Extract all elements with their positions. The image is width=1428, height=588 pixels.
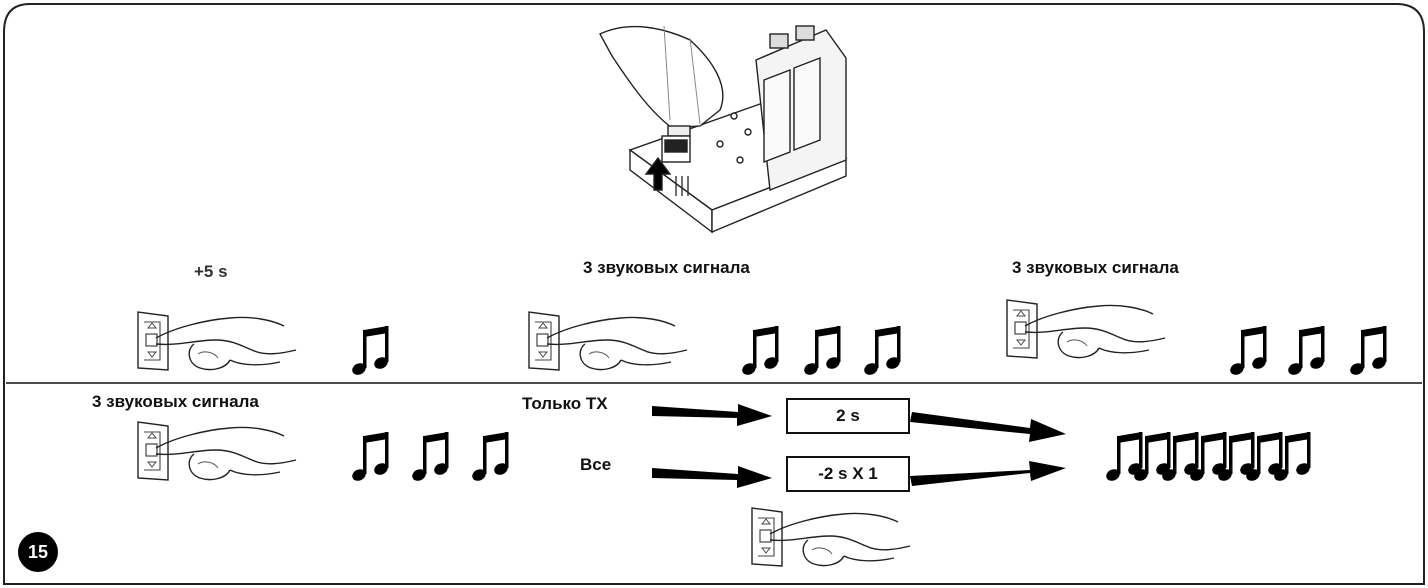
frame-border bbox=[3, 3, 1425, 585]
button-press-hand-icon bbox=[137, 421, 297, 481]
top-label-1: +5 s bbox=[194, 262, 228, 281]
music-note-icon bbox=[350, 326, 390, 377]
time-box-2s: 2 s bbox=[786, 398, 910, 434]
top-label-3: 3 звуковых сигнала bbox=[1012, 258, 1179, 277]
music-note-icon bbox=[862, 326, 902, 377]
button-press-hand-icon bbox=[1006, 299, 1166, 359]
drill-hand-icon bbox=[599, 25, 848, 234]
music-note-icon bbox=[1228, 326, 1268, 377]
button-press-hand-icon bbox=[137, 311, 297, 371]
music-note-icon bbox=[740, 326, 780, 377]
time-box-minus2s: -2 s X 1 bbox=[786, 456, 910, 492]
option-label-tx: Только TX bbox=[522, 394, 608, 413]
music-note-icon bbox=[350, 432, 390, 483]
music-note-icon bbox=[1286, 326, 1326, 377]
music-note-icon bbox=[410, 432, 450, 483]
music-note-icon bbox=[1272, 432, 1312, 483]
option-label-all: Все bbox=[580, 455, 612, 474]
figure-number-badge: 15 bbox=[18, 532, 58, 572]
music-note-icon bbox=[802, 326, 842, 377]
button-press-hand-icon bbox=[528, 311, 688, 371]
bottom-label: 3 звуковых сигнала bbox=[92, 392, 259, 411]
music-note-icon bbox=[470, 432, 510, 483]
button-press-hand-icon bbox=[751, 507, 911, 567]
music-note-icon bbox=[1348, 326, 1388, 377]
arrow-icon bbox=[652, 404, 1066, 488]
top-label-2: 3 звуковых сигнала bbox=[583, 258, 750, 277]
